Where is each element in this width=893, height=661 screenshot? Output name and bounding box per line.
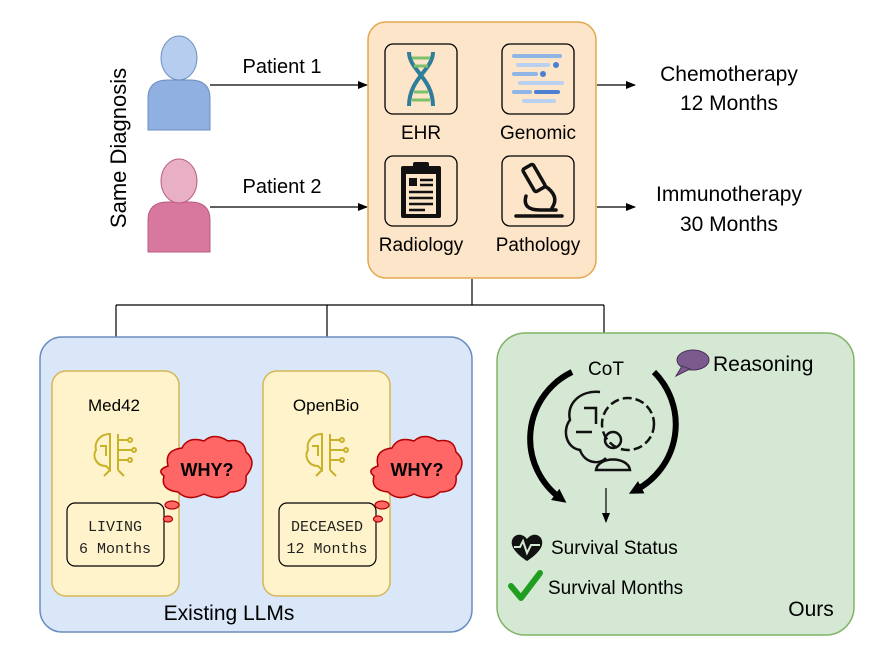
outcome-1-treatment: Chemotherapy [660,63,798,86]
heart-pulse-icon [511,534,543,561]
genomic-label: Genomic [500,123,576,144]
gene-sequence-icon [512,54,564,103]
brain-circuit-icon [305,432,349,477]
prediction-status-med42: LIVING [88,519,142,536]
prediction-box-med42 [66,502,165,567]
why-bubble-med42 [160,435,253,523]
survival-status-label: Survival Status [551,538,678,559]
model-name-med42: Med42 [88,396,140,415]
dna-icon [407,51,435,107]
why-text-med42: WHY? [181,460,234,480]
outcome-1-months: 12 Months [680,92,778,115]
check-icon [508,570,543,601]
ours-label: Ours [788,598,834,621]
pathology-icon-frame [501,155,575,227]
patient-1-body [147,79,211,131]
reasoning-label: Reasoning [713,353,813,376]
radiology-icon-frame [384,155,458,227]
patient-1-head [160,35,198,81]
ehr-label: EHR [401,123,441,144]
patient-1-figure [147,35,211,131]
patient-2-label: Patient 2 [243,176,322,198]
ehr-icon-frame [384,43,458,115]
existing-llms-label: Existing LLMs [164,602,295,625]
brain-gear-person-icon [564,390,656,472]
prediction-months-med42: 6 Months [79,541,151,558]
why-bubble-openbio [370,435,463,523]
patient-2-body [147,201,211,253]
outcome-2-months: 30 Months [680,213,778,236]
cot-label: CoT [588,359,624,380]
model-name-openbio: OpenBio [293,396,359,415]
microscope-icon [514,162,564,218]
patient-1-label: Patient 1 [243,56,322,78]
pathology-label: Pathology [496,235,581,256]
prediction-box-openbio [278,502,377,567]
prediction-status-openbio: DECEASED [291,519,363,536]
brain-circuit-icon [93,432,137,477]
patient-2-head [160,158,198,204]
radiology-label: Radiology [379,235,464,256]
cot-cycle-arrows [527,369,679,503]
outcome-2-treatment: Immunotherapy [656,183,802,206]
speech-bubble-icon [674,349,710,378]
clipboard-report-icon [401,162,441,218]
prediction-months-openbio: 12 Months [286,541,367,558]
survival-months-label: Survival Months [548,578,683,599]
patient-2-figure [147,158,211,253]
genomic-icon-frame [501,43,575,115]
same-diagnosis-label: Same Diagnosis [106,68,131,228]
why-text-openbio: WHY? [391,460,444,480]
